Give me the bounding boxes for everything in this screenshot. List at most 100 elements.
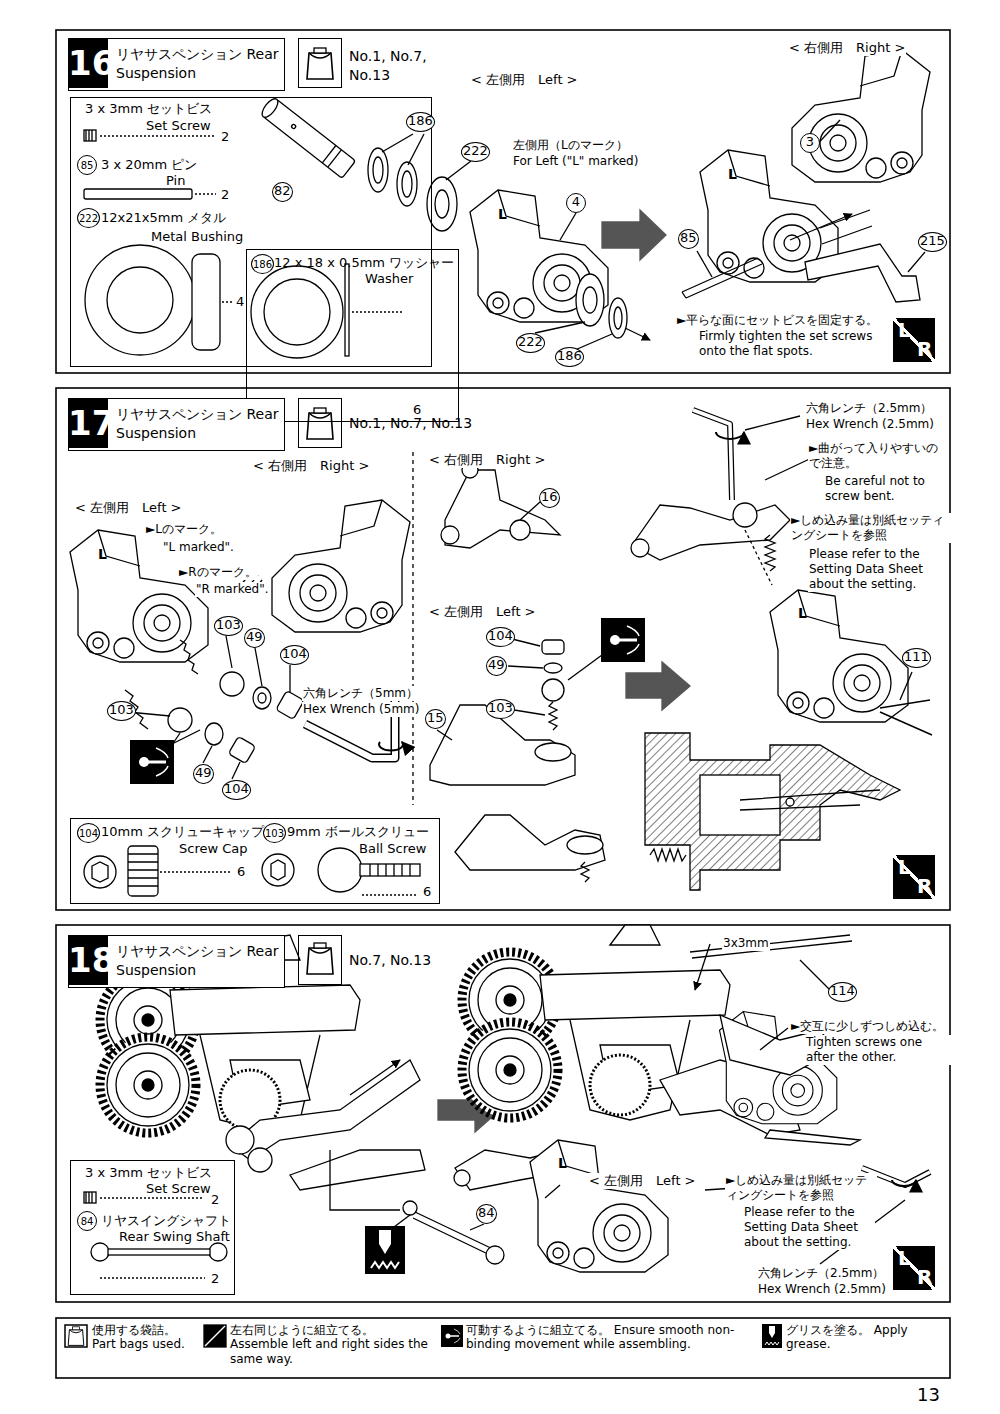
step-number: 16 (68, 38, 108, 88)
note-text: < 左側用 Left > (74, 500, 183, 516)
callout-number: 49 (244, 628, 265, 648)
callout-number: 186 (555, 347, 584, 367)
callout-number: 84 (476, 1204, 497, 1224)
callout-number: 222 (77, 208, 100, 228)
note-text: Tighten screws one after the other. (805, 1035, 952, 1065)
note-text: 左側用（Lのマーク） (512, 138, 629, 153)
part-bag-box: No.1, No.7, No.13 (298, 398, 342, 448)
callout-number: 16 (539, 488, 560, 508)
note-text: < 左側用 Left > (470, 72, 579, 88)
callout-number: 222 (516, 333, 545, 353)
legend-text: 左右同じように組立てる。 Assemble left and right sid… (230, 1323, 435, 1366)
node-text: Washer (365, 271, 413, 287)
note-text: ►Lのマーク。 (145, 522, 223, 537)
note-text: < 左側用 Left > (588, 1173, 697, 1189)
step-number: 18 (68, 935, 108, 985)
note-text: 六角レンチ（5mm） (302, 686, 419, 701)
note-text: 3x3mm (722, 936, 770, 951)
note-text: Hex Wrench (2.5mm) (757, 1282, 887, 1297)
part-mark: L (497, 206, 508, 224)
callout-number: 104 (486, 627, 515, 647)
note-text: ►交互に少しずつしめ込む。 (790, 1019, 945, 1034)
note-text: 六角レンチ（2.5mm） (805, 401, 933, 416)
node-text: 2 (221, 129, 229, 145)
part-mark: L (797, 605, 808, 623)
node-text: 12x21x5mm メタル (101, 210, 226, 226)
note-text: For Left ("L" marked) (512, 154, 639, 169)
page-number: 13 (916, 1384, 941, 1407)
note-text: < 左側用 Left > (428, 604, 537, 620)
node-text: 4 (236, 294, 244, 310)
node-text: Set Screw (146, 1181, 211, 1197)
note-text: Hex Wrench (2.5mm) (805, 417, 935, 432)
parts-list-box: 10410mm スクリューキャップScrew Cap61039mm ボールスクリ… (70, 818, 440, 904)
legend-text: 使用する袋詰。 Part bags used. (92, 1323, 202, 1352)
step-title: 17リヤサスペンション Rear Suspension (68, 398, 285, 451)
callout-number: 215 (918, 232, 947, 252)
note-text: ►しめ込み量は別紙セッティングシートを参照 (725, 1173, 877, 1203)
node-text: R (917, 339, 932, 359)
parts-list-box: 3 x 3mm セットビスSet Screw284リヤスイングシャフトRear … (70, 1160, 235, 1295)
parts-list-box: 18612 x 18 x 0.5mm ワッシャーWasher6 (246, 249, 459, 422)
node-text: No.1, No.7, No.13 (349, 414, 529, 433)
node-text: L (898, 320, 911, 340)
callout-number: 49 (486, 656, 507, 676)
part-bag-box: No.1, No.7, No.13 (298, 38, 342, 88)
node-text: R (917, 876, 932, 896)
node-text: Metal Bushing (151, 229, 243, 245)
callout-number: 114 (828, 982, 857, 1002)
note-text: Firmly tighten the set screws onto the f… (698, 329, 890, 359)
callout-number: 85 (77, 155, 97, 175)
legend-text: 可動するように組立てる。 Ensure smooth non-binding m… (466, 1323, 751, 1352)
node-text: 6 (423, 884, 431, 900)
node-text: リヤサスペンション Rear Suspension (116, 405, 281, 443)
note-text: < 右側用 Right > (428, 452, 546, 468)
note-text: Hex Wrench (5mm) (302, 702, 421, 717)
left-right-icon: LR (893, 318, 935, 362)
legend-text: グリスを塗る。 Apply grease. (786, 1323, 936, 1352)
callout-number: 111 (902, 648, 931, 668)
node-text: L (898, 1248, 911, 1268)
part-bag-box: No.7, No.13 (298, 935, 342, 985)
callout-number: 186 (251, 254, 274, 274)
callout-number: 103 (107, 701, 136, 721)
node-text: 3 x 3mm セットビス (85, 1165, 212, 1181)
node-text: Ball Screw (359, 841, 426, 857)
node-text: 3 x 3mm セットビス (85, 101, 212, 117)
note-text: ►平らな面にセットビスを固定する。 (676, 313, 879, 328)
callout-number: 3 (800, 133, 820, 153)
note-text: ►しめ込み量は別紙セッティングシートを参照 (790, 513, 952, 543)
note-text: "R marked". (195, 582, 270, 597)
part-mark: L (727, 166, 738, 184)
step-number: 17 (68, 398, 108, 448)
note-text: Please refer to the Setting Data Sheet a… (808, 547, 945, 592)
part-mark: L (97, 546, 108, 564)
step-title: 16リヤサスペンション Rear Suspension (68, 38, 285, 91)
callout-number: 103 (263, 823, 286, 843)
node-text: 2 (221, 187, 229, 203)
note-text: "L marked". (162, 540, 235, 555)
note-text: < 右側用 Right > (252, 458, 370, 474)
node-text: 2 (211, 1192, 219, 1208)
callout-number: 104 (222, 780, 251, 800)
callout-number: 49 (193, 764, 214, 784)
callout-number: 222 (461, 142, 490, 162)
callout-number: 104 (280, 645, 309, 665)
callout-number: 186 (406, 112, 435, 132)
parts-list-box: 3 x 3mm セットビスSet Screw2853 x 20mm ピンPin2… (70, 97, 432, 367)
note-text: ►曲がって入りやすいので注意。 (808, 441, 940, 471)
callout-number: 4 (566, 193, 586, 213)
note-text: 六角レンチ（2.5mm） (757, 1266, 885, 1281)
node-text: L (898, 857, 911, 877)
node-text: リヤスイングシャフト (101, 1213, 231, 1229)
node-text: 2 (211, 1271, 219, 1287)
callout-number: 103 (486, 699, 515, 719)
callout-number: 82 (272, 182, 293, 202)
node-text: Screw Cap (179, 841, 248, 857)
note-text: Be careful not to screw bent. (824, 474, 941, 504)
node-text: リヤサスペンション Rear Suspension (116, 942, 281, 980)
callout-number: 84 (77, 1211, 97, 1231)
node-text: Pin (166, 173, 185, 189)
step-title: 18リヤサスペンション Rear Suspension (68, 935, 285, 988)
note-text: Please refer to the Setting Data Sheet a… (743, 1205, 875, 1250)
